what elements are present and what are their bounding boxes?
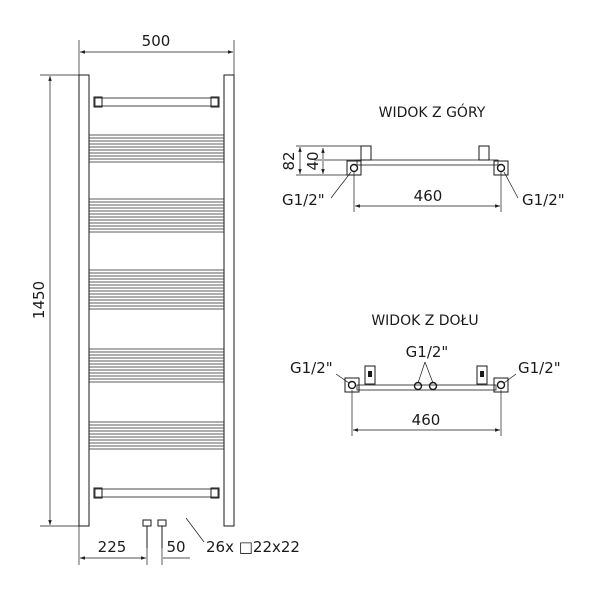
radiator-tube — [88, 228, 225, 233]
radiator-tube — [88, 269, 225, 274]
radiator-tube — [88, 439, 225, 444]
top-view: WIDOK Z GÓRY 82 40 G1/2" G1/2" 460 — [280, 103, 565, 212]
top-depth-inner-label: 40 — [304, 151, 322, 170]
radiator-tube — [88, 281, 225, 286]
radiator-tube — [88, 134, 225, 139]
radiator-tube — [88, 360, 225, 365]
radiator-tube — [88, 275, 225, 280]
top-connection-right-label: G1/2" — [522, 191, 565, 209]
height-label: 1450 — [30, 281, 48, 319]
bottom-connection-center-label: G1/2" — [406, 343, 449, 361]
radiator-tube — [88, 216, 225, 221]
radiator-bottom-bar — [93, 487, 220, 499]
radiator-connection-valves — [142, 519, 167, 548]
radiator-tube — [88, 378, 225, 383]
radiator-tube — [88, 210, 225, 215]
radiator-tube — [88, 433, 225, 438]
radiator-tube — [88, 366, 225, 371]
radiator-tube — [88, 348, 225, 353]
radiator-tube — [88, 421, 225, 426]
top-spacing-label: 460 — [414, 187, 443, 205]
top-depth-total-label: 82 — [280, 151, 298, 170]
radiator-tube — [88, 198, 225, 203]
top-connection-left-label: G1/2" — [282, 191, 325, 209]
front-view: 500 1450 225 50 26x □22x22 — [30, 32, 300, 565]
bottom-connection-right-label: G1/2" — [518, 359, 561, 377]
radiator-tube — [88, 427, 225, 432]
dimension-width: 500 — [78, 32, 235, 75]
radiator-right-collector — [223, 74, 235, 527]
dimension-bottom: 225 50 — [78, 526, 190, 565]
radiator-left-collector — [78, 74, 90, 527]
radiator-tubes — [88, 134, 225, 450]
radiator-tube — [88, 293, 225, 298]
radiator-tube — [88, 204, 225, 209]
left-offset-label: 225 — [98, 538, 127, 556]
radiator-tube — [88, 372, 225, 377]
radiator-tube — [88, 140, 225, 145]
bottom-connection-left-label: G1/2" — [290, 359, 333, 377]
radiator-tube — [88, 445, 225, 450]
bottom-spacing-label: 460 — [412, 411, 441, 429]
radiator-tube — [88, 354, 225, 359]
bottom-view-title: WIDOK Z DOŁU — [371, 313, 478, 329]
width-label: 500 — [142, 32, 171, 50]
radiator-tube — [88, 287, 225, 292]
radiator-tube — [88, 299, 225, 304]
tubes-leader: 26x □22x22 — [185, 517, 300, 556]
radiator-tube — [88, 158, 225, 163]
tubes-label: 26x □22x22 — [206, 538, 300, 556]
radiator-tube — [88, 146, 225, 151]
radiator-tube — [88, 152, 225, 157]
radiator-tube — [88, 222, 225, 227]
pipe-spacing-label: 50 — [166, 538, 185, 556]
radiator-tube — [88, 305, 225, 310]
radiator-top-bar — [93, 96, 220, 108]
bottom-view: WIDOK Z DOŁU G1/2" G1/2" G1/2" 460 — [290, 313, 561, 436]
dimension-height: 1450 — [30, 74, 79, 527]
top-view-title: WIDOK Z GÓRY — [379, 103, 486, 121]
